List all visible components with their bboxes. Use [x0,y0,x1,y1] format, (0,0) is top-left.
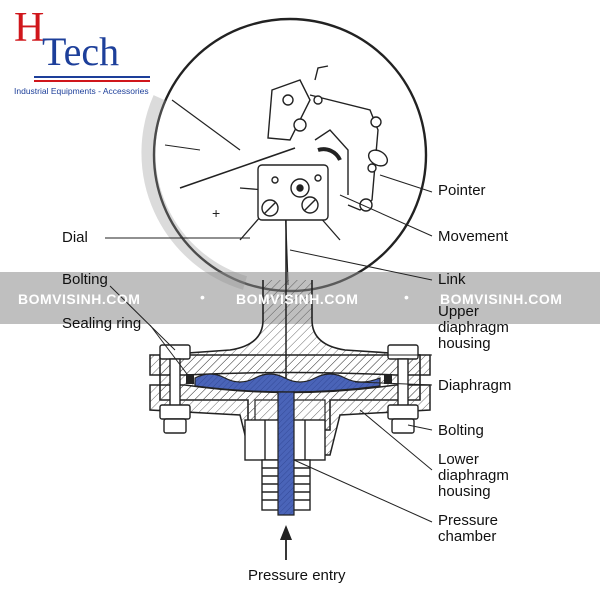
watermark-separator: • [404,289,409,305]
logo-subtitle: Industrial Equipments - Accessories [14,86,149,96]
label-pressure-entry: Pressure entry [248,567,346,584]
htech-logo: H Tech Industrial Equipments - Accessori… [14,6,164,98]
svg-text:+: + [212,205,220,221]
label-diaphragm: Diaphragm [438,377,512,394]
watermark-text: BOMVISINH.COM [236,291,359,307]
label-upper-diaphragm-housing: Upper diaphragm housing [438,304,509,352]
dial-case [141,17,428,293]
label-dial: Dial [62,229,88,246]
label-line: diaphragm [438,467,509,484]
logo-rule-blue [34,76,150,78]
movement-mechanism [257,65,389,221]
label-pressure-chamber: Pressure chamber [438,513,498,545]
label-line: housing [438,335,491,352]
label-sealing-ring: Sealing ring [62,315,142,332]
diaphragm-membrane [194,373,381,393]
watermark-text: BOMVISINH.COM [18,291,141,307]
logo-wordmark: Tech [42,29,120,74]
label-pointer: Pointer [438,182,486,199]
label-line: housing [438,483,491,500]
label-line: chamber [438,528,497,545]
pointer-needle [179,147,296,189]
label-line: Pressure [438,512,499,529]
label-movement: Movement [438,228,509,245]
bolt-left [159,344,191,434]
label-line: Lower [438,451,479,468]
label-lower-diaphragm-housing: Lower diaphragm housing [438,452,509,500]
upper-diaphragm-housing [149,354,431,376]
logo-rule-red [34,80,150,82]
label-bolting-left: Bolting [62,271,108,288]
sealing-ring-right [384,374,392,384]
label-line: diaphragm [438,319,509,336]
label-bolting-right: Bolting [438,422,484,439]
sealing-ring-left [186,374,194,384]
pressure-entry-arrow [280,525,292,560]
leader-lines [105,174,433,523]
watermark-text: BOMVISINH.COM [440,291,563,307]
label-line: Upper [438,303,479,320]
watermark-separator: • [200,289,205,305]
logo-letter-h: H [14,5,45,51]
label-link: Link [438,271,466,288]
pressure-chamber-channel [277,391,295,516]
